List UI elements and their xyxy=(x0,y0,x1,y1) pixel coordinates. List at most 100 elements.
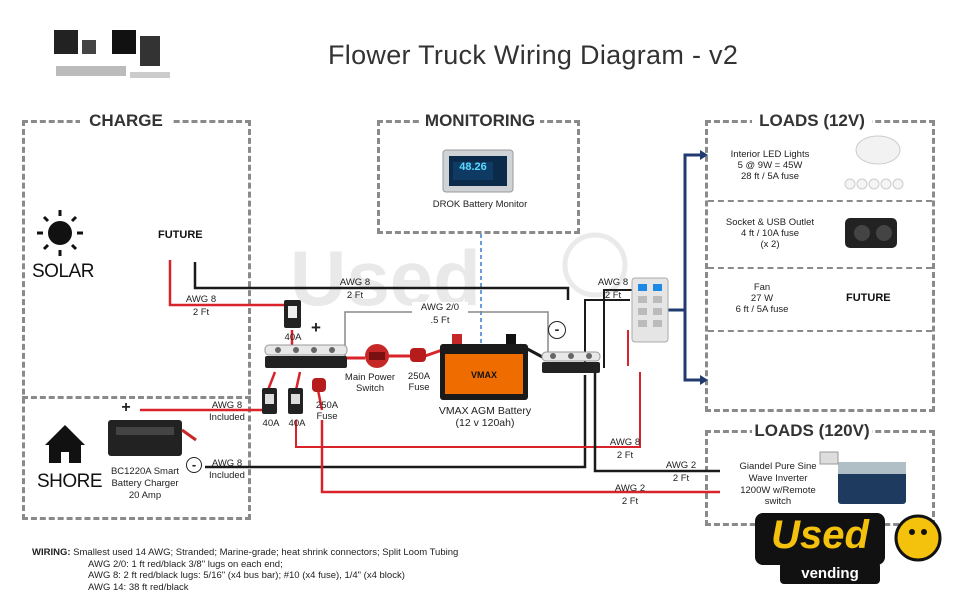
positive-bus-bar xyxy=(264,344,348,368)
charger-label-2: Battery Charger xyxy=(111,478,179,489)
loads-divider xyxy=(708,267,932,269)
notes-line-1: Smallest used 14 AWG; Stranded; Marine-g… xyxy=(73,547,459,558)
inverter-positive-wire xyxy=(320,420,720,494)
charger-negative-wire-gauge: AWG 8 xyxy=(211,458,243,469)
charger-label-1: BC1220A Smart xyxy=(110,466,180,477)
main-fuse-label-1: 250A xyxy=(407,371,431,382)
sun-icon xyxy=(37,210,83,256)
inverter-negative-wire xyxy=(593,370,720,473)
bus-link-gauge: AWG 2/0 xyxy=(412,302,468,313)
solar-negative-wire-gauge: AWG 8 xyxy=(339,277,371,288)
negative-terminal-symbol: - xyxy=(548,321,566,339)
solar-positive-wire-gauge: AWG 8 xyxy=(185,294,217,305)
battery: VMAX xyxy=(440,334,528,400)
charger-negative-wire-length: Included xyxy=(209,470,245,481)
fuse-charge-wire xyxy=(316,389,324,411)
charger-positive-wire-length: Included xyxy=(209,412,245,423)
used-vending-logo xyxy=(755,513,942,584)
solar-positive-wire-length: 2 Ft xyxy=(192,307,210,318)
bus-link-length: .5 Ft xyxy=(430,315,450,326)
inverter-negative-wire-gauge: AWG 2 xyxy=(665,460,697,471)
loads-divider xyxy=(708,330,932,332)
inverter-label-3: 1200W w/Remote xyxy=(740,485,816,496)
negative-bus-bar xyxy=(541,351,601,373)
loads-12v-section-title: LOADS (12V) xyxy=(752,111,872,131)
charge-section-title: CHARGE xyxy=(80,111,172,131)
diagram-title: Flower Truck Wiring Diagram - v2 xyxy=(328,40,739,70)
house-icon xyxy=(45,425,85,463)
inverter-feed-wire-1 xyxy=(295,372,641,448)
loads-divider xyxy=(708,200,932,202)
led-lights xyxy=(844,135,904,190)
battery-spec: (12 v 120ah) xyxy=(455,417,515,429)
solar-positive-wire xyxy=(168,260,292,307)
charge-divider xyxy=(22,396,251,399)
shore-breaker-1 xyxy=(262,388,277,414)
shore-breaker-2-label: 40A xyxy=(288,418,306,429)
charger-positive-wire-gauge: AWG 8 xyxy=(211,400,243,411)
inverter-positive-wire-length: 2 Ft xyxy=(621,496,639,507)
charger-negative-symbol: - xyxy=(186,457,202,473)
battery-monitor-device xyxy=(442,149,514,193)
logo-text-used: Used xyxy=(771,513,869,557)
charger-label-3: 20 Amp xyxy=(128,490,162,501)
load-socket-line3: (x 2) xyxy=(760,239,780,250)
shore-breaker-2 xyxy=(288,388,303,414)
inverter-negative-wire-length: 2 Ft xyxy=(672,473,690,484)
load-bus-line xyxy=(665,153,700,312)
load-socket-line2: 4 ft / 10A fuse xyxy=(740,228,800,239)
negative-bus-to-fuse-block xyxy=(584,299,630,365)
monitor-label: DROK Battery Monitor xyxy=(432,199,528,210)
negative-symbol: - xyxy=(554,321,560,337)
monitor-display-value: 48.26 xyxy=(459,161,487,173)
fuse-block-wire-length: 2 Ft xyxy=(604,290,622,301)
inverter-label-4: switch xyxy=(764,496,792,507)
solar-breaker xyxy=(284,300,301,328)
main-fuse-label-2: Fuse xyxy=(408,382,430,393)
socket-usb-outlet xyxy=(845,218,897,248)
solar-label: SOLAR xyxy=(32,261,94,282)
notes-heading: WIRING: xyxy=(32,547,71,558)
charger-negative-wire xyxy=(205,375,587,469)
main-fuse xyxy=(410,348,426,362)
notes-line-4: AWG 14: 38 ft red/black xyxy=(88,581,189,593)
inverter-feed-wire-gauge: AWG 8 xyxy=(609,437,641,448)
main-switch-label-1: Main Power xyxy=(344,372,396,383)
inverter-label-1: Giandel Pure Sine xyxy=(739,461,817,472)
fuse-block xyxy=(631,277,669,343)
load-led-line2: 5 @ 9W = 45W xyxy=(737,160,803,171)
fuse-block-feed xyxy=(603,289,640,368)
blurred-logo xyxy=(40,16,180,96)
loads-120v-section-title: LOADS (120V) xyxy=(752,421,872,441)
battery-name: VMAX AGM Battery xyxy=(438,405,532,417)
load-fan-line2: 27 W xyxy=(750,293,774,304)
negative-symbol: - xyxy=(191,457,197,472)
main-switch-label-2: Switch xyxy=(356,383,384,394)
load-bus-line xyxy=(683,310,700,382)
positive-terminal-symbol: + xyxy=(311,318,321,337)
logo-text-vending: vending xyxy=(801,565,859,582)
load-fan-future-label: FUTURE xyxy=(846,292,891,304)
monitoring-section-title: MONITORING xyxy=(420,111,540,131)
load-led-line3: 28 ft / 5A fuse xyxy=(740,171,800,182)
solar-breaker-label: 40A xyxy=(284,332,302,343)
svg-text:VMAX: VMAX xyxy=(471,370,497,380)
solar-negative-wire-length: 2 Ft xyxy=(346,290,364,301)
battery-charger xyxy=(108,420,197,456)
charge-fuse xyxy=(312,378,326,392)
breaker-wire xyxy=(294,371,302,391)
notes-line-2: AWG 2/0: 1 ft red/black 3/8" lugs on eac… xyxy=(88,558,283,570)
load-fan-line3: 6 ft / 5A fuse xyxy=(735,304,789,315)
charge-fuse-label-1: 250A xyxy=(315,400,339,411)
charger-positive-symbol: + xyxy=(121,399,131,416)
inverter-device xyxy=(819,451,906,504)
inverter-feed-wire-length: 2 Ft xyxy=(616,450,634,461)
charge-fuse-label-2: Fuse xyxy=(316,411,338,422)
notes-line-3: AWG 8: 2 ft red/black lugs: 5/16" (x4 bu… xyxy=(88,570,405,581)
wiring-notes: WIRING: Smallest used 14 AWG; Stranded; … xyxy=(32,547,458,593)
inverter-label-2: Wave Inverter xyxy=(748,473,808,484)
main-power-switch xyxy=(365,344,389,368)
load-led-line1: Interior LED Lights xyxy=(730,149,810,160)
load-fan-line1: Fan xyxy=(753,282,771,293)
